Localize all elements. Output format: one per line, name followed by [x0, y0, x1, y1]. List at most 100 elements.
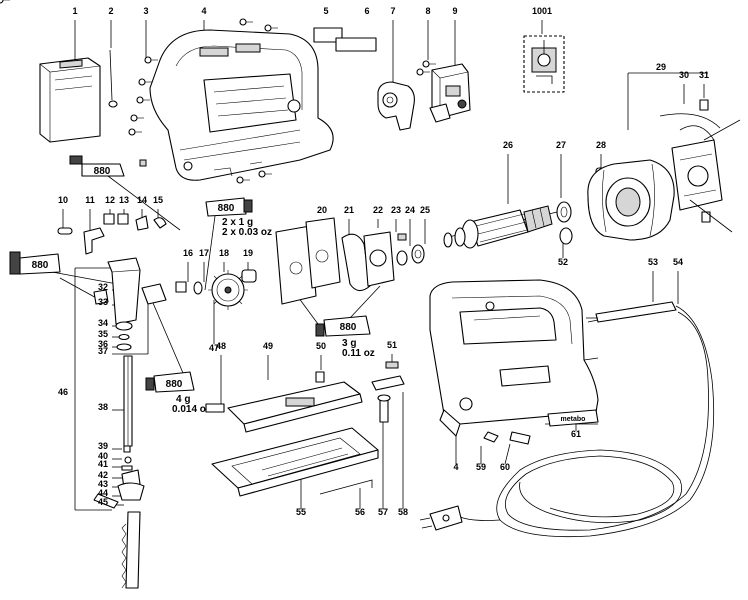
part-eccentric-plates [275, 217, 425, 305]
part-57-screw [377, 394, 391, 423]
grease-amount-2: 3 g [342, 338, 356, 349]
callout-42: 42 [98, 470, 108, 480]
callout-5: 5 [323, 6, 328, 16]
callout-13: 13 [119, 195, 129, 205]
callout-34: 34 [98, 318, 108, 328]
part-11-bracket [83, 227, 105, 255]
part-hex-key [319, 479, 373, 495]
brand-plate-text: metabo [561, 416, 586, 423]
callout-23: 23 [391, 205, 401, 215]
callout-6: 6 [364, 6, 369, 16]
callout-9: 9 [452, 6, 457, 16]
part-gear-group [175, 269, 257, 310]
grease-tube-880-e: 880 4 g 0.014 oz [145, 371, 211, 415]
callout-40: 40 [98, 451, 108, 461]
callout-49: 49 [263, 341, 273, 351]
callout-44: 44 [98, 488, 108, 498]
callout-38: 38 [98, 402, 108, 412]
part-rating-plates [313, 27, 377, 52]
part-base-guide [205, 381, 363, 433]
part-housing-cover [39, 57, 101, 143]
part-field-coil [587, 159, 675, 241]
callout-15: 15 [153, 195, 163, 205]
callout-24: 24 [405, 205, 415, 215]
part-50-clip [315, 371, 325, 383]
callout-30: 30 [679, 70, 689, 80]
callout-37: 37 [98, 346, 108, 356]
part-plunger-guide [93, 257, 167, 325]
callout-4: 4 [201, 6, 206, 16]
grease-tube-880-d: 880 3 g 0.11 oz [315, 315, 375, 359]
grease-amount-3: 4 g [176, 394, 190, 405]
grease-amount-1: 2 x 1 g [222, 217, 253, 228]
grease-amount-3-oz: 0.014 oz [172, 404, 211, 415]
part-51-guide [371, 361, 405, 391]
callout-45: 45 [98, 497, 108, 507]
callout-2: 2 [108, 6, 113, 16]
callout-60: 60 [500, 462, 510, 472]
part-switch [429, 63, 471, 123]
callout-47: 47 [209, 343, 219, 353]
part-brush-holder [659, 99, 741, 233]
part-saw-blade [121, 511, 141, 589]
callout-54: 54 [673, 257, 683, 267]
part-cable-tie [108, 49, 118, 108]
callout-1001: 1001 [532, 6, 552, 16]
grease-tube-label: 880 [340, 322, 357, 333]
callout-58: 58 [398, 507, 408, 517]
callout-55: 55 [296, 507, 306, 517]
callout-8: 8 [425, 6, 430, 16]
callout-25: 25 [420, 205, 430, 215]
callout-32: 32 [98, 282, 108, 292]
callout-35: 35 [98, 329, 108, 339]
callout-29: 29 [656, 62, 666, 72]
callout-11: 11 [85, 195, 95, 205]
part-blade-clamp [93, 445, 145, 509]
part-switch-actuator [377, 81, 415, 131]
assembled-jigsaw [429, 279, 599, 437]
callout-57: 57 [378, 507, 388, 517]
callout-48: 48 [216, 341, 226, 351]
callout-4: 4 [453, 462, 458, 472]
grease-tube-label: 880 [218, 203, 235, 214]
callout-20: 20 [317, 205, 327, 215]
power-cord [419, 301, 715, 538]
callout-10: 10 [58, 195, 68, 205]
grease-tube-label: 880 [166, 379, 183, 390]
callout-16: 16 [183, 248, 193, 258]
part-1001-kit [523, 35, 565, 93]
callout-7: 7 [390, 6, 395, 16]
part-armature [443, 205, 567, 249]
callout-17: 17 [199, 248, 209, 258]
callout-28: 28 [596, 140, 606, 150]
callout-36: 36 [98, 339, 108, 349]
callout-18: 18 [219, 248, 229, 258]
callout-21: 21 [344, 205, 354, 215]
callout-12: 12 [105, 195, 115, 205]
brand-plate: metabo [547, 409, 599, 427]
callout-33: 33 [98, 297, 108, 307]
grease-amount-1-oz: 2 x 0.03 oz [222, 227, 272, 238]
callout-27: 27 [556, 140, 566, 150]
callout-3: 3 [143, 6, 148, 16]
callout-51: 51 [387, 340, 397, 350]
grease-tube-880-b: 880 [9, 251, 61, 275]
callout-26: 26 [503, 140, 513, 150]
part-base-plate [211, 427, 379, 497]
callout-31: 31 [699, 70, 709, 80]
callout-22: 22 [373, 205, 383, 215]
callout-19: 19 [243, 248, 253, 258]
grease-tube-label: 880 [32, 260, 49, 271]
callout-14: 14 [137, 195, 147, 205]
part-10-pin [57, 227, 73, 235]
callout-50: 50 [316, 341, 326, 351]
part-housing-half [149, 29, 334, 181]
callout-46: 46 [58, 387, 68, 397]
part-plunger-rod [123, 355, 133, 447]
part-52-sleeve [559, 227, 573, 245]
callout-41: 41 [98, 459, 108, 469]
part-bearing [556, 201, 572, 223]
callout-59: 59 [476, 462, 486, 472]
